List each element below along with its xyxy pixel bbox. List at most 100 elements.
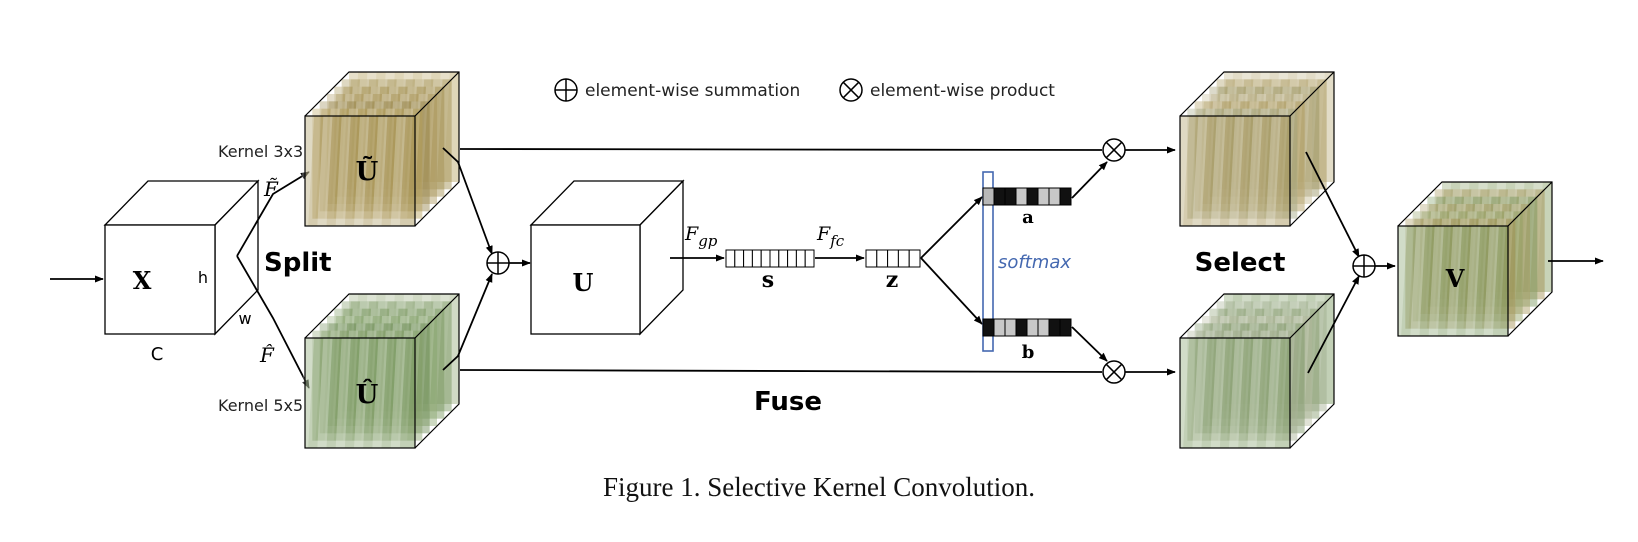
product-legend-label: element-wise product <box>870 81 1055 101</box>
vector-cell <box>769 249 780 268</box>
cube-slice <box>1392 226 1508 336</box>
vector-cell <box>1037 318 1050 337</box>
vector-cell <box>908 249 921 268</box>
dim-c-label: C <box>151 344 164 365</box>
vector-cell <box>1026 318 1039 337</box>
b-to-product-arrow <box>1071 326 1108 362</box>
u-hat-to-sum-arrow <box>442 273 493 371</box>
cube-slice <box>1181 330 1298 441</box>
s-symbol: s <box>762 267 774 293</box>
cube-slice <box>1188 323 1305 434</box>
summation-legend-label: element-wise summation <box>585 81 800 101</box>
a-symbol: a <box>1022 207 1034 228</box>
cube-slice <box>328 308 445 419</box>
gp-label: Fgp <box>684 223 718 250</box>
cube-slice <box>321 316 437 426</box>
fc-f: F <box>816 223 831 245</box>
vector-cell <box>1015 318 1028 337</box>
cube-slice <box>1188 101 1305 212</box>
cube-outline <box>304 71 460 227</box>
vector-cell <box>725 249 736 268</box>
vector-cell <box>1004 318 1017 337</box>
cube-slice <box>313 101 430 212</box>
cube-slice <box>1406 211 1523 322</box>
gp-sub: gp <box>698 232 718 250</box>
product-node-top <box>1102 138 1126 162</box>
kernel-5x5-label: Kernel 5x5 <box>218 396 303 415</box>
sum-node-fuse <box>486 251 510 275</box>
attention-vector-b <box>982 318 1072 337</box>
vector-cell <box>1059 187 1072 206</box>
vector-cell <box>751 249 762 268</box>
input-cube-x: X h w C <box>103 179 260 365</box>
selected-top-to-sum-arrow <box>1305 151 1360 258</box>
cube-slice <box>1428 189 1545 300</box>
vector-cell <box>760 249 771 268</box>
selected-cube-bottom <box>1174 293 1335 449</box>
cube-slice <box>1399 218 1516 329</box>
dim-h-label: h <box>198 268 208 287</box>
z-to-a-arrow <box>920 196 983 259</box>
cube-outline <box>1179 71 1335 227</box>
figure-caption: Figure 1. Selective Kernel Convolution. <box>603 472 1035 502</box>
vector-cell <box>1026 187 1039 206</box>
cube-slice <box>343 294 459 404</box>
summation-legend-icon <box>554 78 578 102</box>
cube-slice <box>1174 338 1290 448</box>
fc-label: Ffc <box>816 223 845 250</box>
cube-slice <box>1210 79 1327 190</box>
select-title: Select <box>1195 248 1286 278</box>
vector-cell <box>804 249 815 268</box>
vector-cell <box>795 249 806 268</box>
b-symbol: b <box>1022 342 1035 363</box>
vector-cell <box>787 249 797 268</box>
cube-outline <box>1179 293 1335 449</box>
vector-cell <box>1037 187 1050 206</box>
split-arrow-bottom <box>236 255 310 389</box>
cube-outline <box>304 293 460 449</box>
feature-cube-u-tilde <box>299 71 460 227</box>
selected-cube-top <box>1174 71 1335 227</box>
vector-s <box>725 249 815 268</box>
cube-slice <box>313 323 430 434</box>
product-node-bottom <box>1102 360 1126 384</box>
dim-w-label: w <box>238 309 251 328</box>
op-tilde-f-label: F̃ <box>263 177 279 201</box>
vector-cell <box>876 249 889 268</box>
cube-slice <box>306 108 423 219</box>
output-symbol: V <box>1445 264 1465 293</box>
z-symbol: z <box>886 267 899 293</box>
fused-cube-u: U <box>529 179 685 336</box>
kernel-3x3-label: Kernel 3x3 <box>218 142 303 161</box>
cube-slice <box>1174 116 1290 226</box>
vector-cell <box>993 318 1006 337</box>
softmax-label: softmax <box>998 252 1071 273</box>
softmax-bar <box>982 171 994 352</box>
u-symbol: U <box>573 268 594 297</box>
cube-slice <box>306 330 423 441</box>
vector-cell <box>887 249 899 268</box>
feature-cube-u-hat <box>299 293 460 449</box>
fuse-title: Fuse <box>754 387 822 417</box>
vector-cell <box>1048 318 1061 337</box>
input-symbol: X <box>133 266 152 295</box>
cube-outline <box>1397 181 1553 337</box>
u-hat-symbol: Û <box>356 378 379 410</box>
vector-cell <box>897 249 910 268</box>
z-to-b-arrow <box>920 257 983 325</box>
vector-z <box>865 249 921 268</box>
op-hat-f-label: F̂ <box>259 343 275 367</box>
sum-node-select <box>1352 254 1376 278</box>
fc-sub: fc <box>829 232 845 250</box>
u-tilde-symbol: Ũ <box>356 155 379 187</box>
cube-slice <box>335 79 452 190</box>
vector-cell <box>982 318 995 337</box>
split-title: Split <box>264 248 332 278</box>
cube-slice <box>1181 108 1298 219</box>
u-tilde-to-product-line <box>459 148 1103 151</box>
cube-slice <box>299 338 415 448</box>
product-legend-icon <box>839 78 863 102</box>
vector-cell <box>865 249 878 268</box>
cube-slice <box>299 116 415 226</box>
